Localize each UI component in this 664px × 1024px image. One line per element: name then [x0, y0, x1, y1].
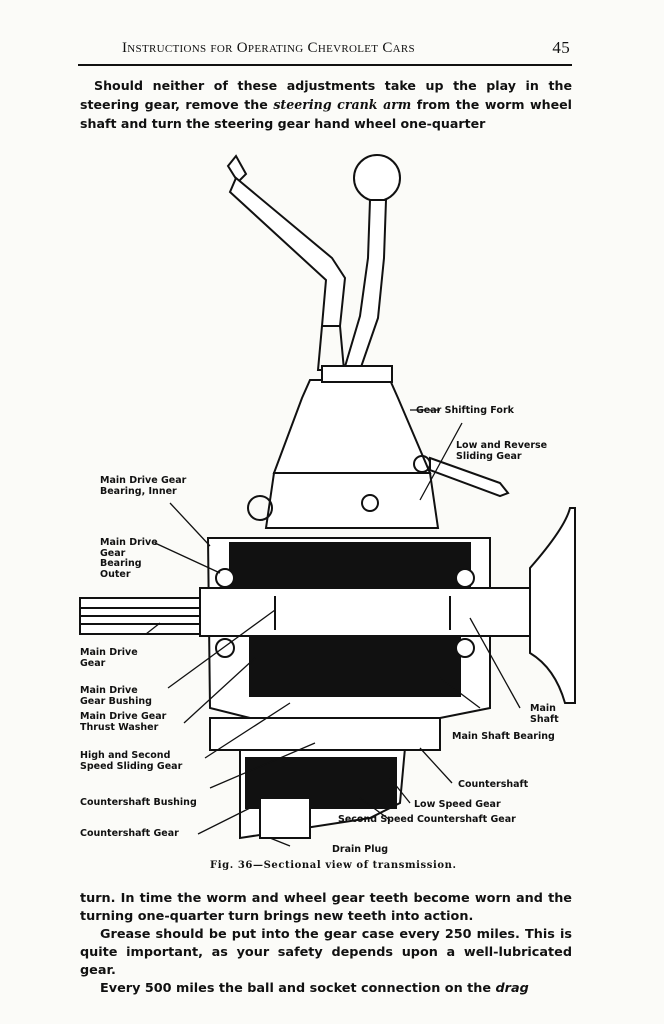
top-paragraph-text-2: from the worm wheel shaft and turn the s… [80, 97, 572, 131]
label-main-drive-gear: Main Drive Gear [80, 647, 138, 669]
label-main-drive-gear-bearing-inner: Main Drive Gear Bearing, Inner [100, 475, 187, 497]
label-countershaft: Countershaft [458, 779, 529, 790]
top-paragraph-emphasis: steering crank arm [273, 97, 412, 112]
transmission-drawing [79, 154, 576, 847]
paragraph-every-500: Every 500 miles the ball and socket conn… [80, 980, 572, 998]
running-header: Instructions for Operating Chevrolet Car… [78, 36, 572, 66]
label-second-speed-countershaft-gear: Second Speed Countershaft Gear [338, 814, 516, 825]
paragraph-every-500-text: Every 500 miles the ball and socket conn… [100, 981, 496, 996]
label-main-drive-gear-bearing-outer: Main Drive Gear Bearing Outer [100, 537, 158, 580]
paragraph-grease: Grease should be put into the gear case … [80, 927, 572, 978]
label-main-shaft: Main Shaft [530, 703, 559, 725]
label-countershaft-bushing: Countershaft Bushing [80, 797, 197, 808]
label-low-reverse-sliding-gear: Low and Reverse Sliding Gear [456, 440, 548, 462]
header-title: Instructions for Operating Chevrolet Car… [122, 40, 415, 56]
label-main-shaft-bearing: Main Shaft Bearing [452, 731, 555, 742]
label-main-drive-gear-thrust-washer: Main Drive Gear Thrust Washer [80, 711, 167, 733]
label-high-second-speed-sliding-gear: High and Second Speed Sliding Gear [80, 750, 183, 772]
label-gear-shifting-fork: Gear Shifting Fork [416, 405, 514, 416]
label-low-speed-gear: Low Speed Gear [414, 799, 501, 810]
figure-caption: Fig. 36—Sectional view of transmission. [210, 860, 457, 871]
page-number: 45 [552, 38, 570, 57]
paragraph-every-500-emphasis: drag [495, 981, 529, 996]
top-paragraph: Should neither of these adjustments take… [80, 76, 572, 133]
transmission-figure: Gear Shifting Fork Low and Reverse Slidi… [60, 148, 590, 868]
top-paragraph-text-1: Should neither of these adjustments take… [80, 78, 572, 112]
label-main-drive-gear-bushing: Main Drive Gear Bushing [80, 685, 152, 707]
paragraph-turn: turn. In time the worm and wheel gear te… [80, 891, 572, 924]
label-drain-plug: Drain Plug [332, 844, 389, 855]
label-countershaft-gear: Countershaft Gear [80, 828, 179, 839]
